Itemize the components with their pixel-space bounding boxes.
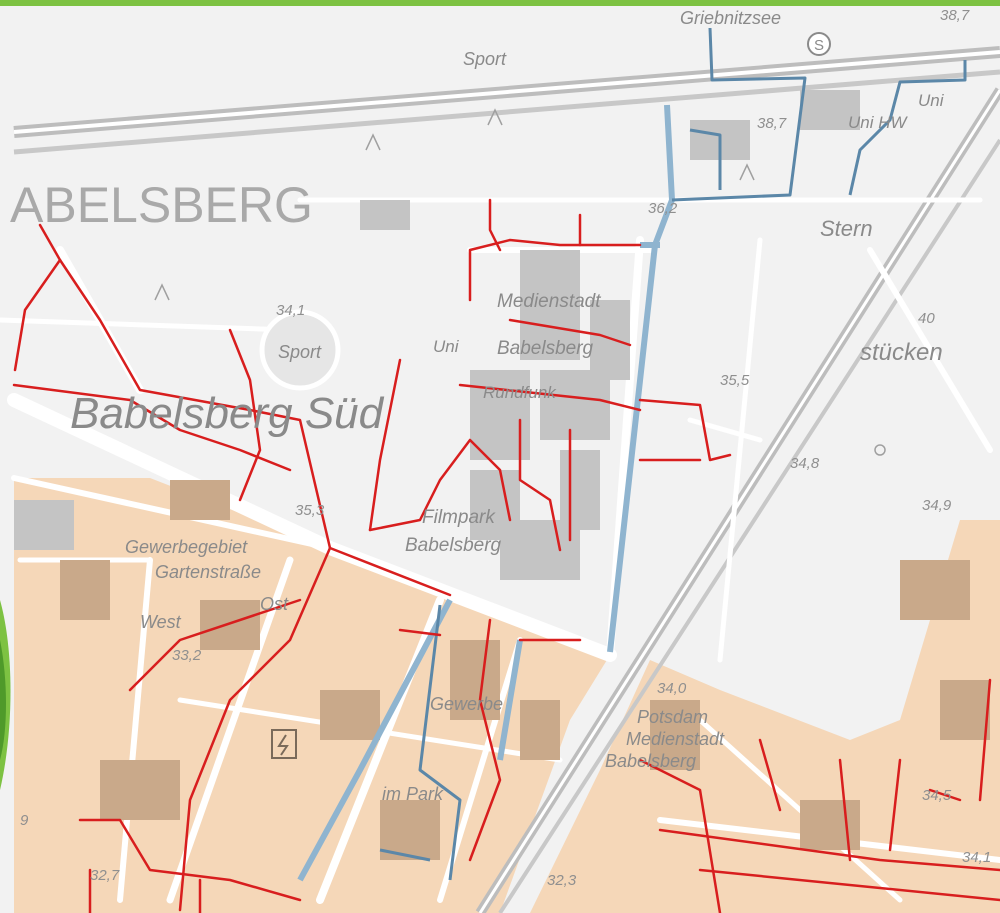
- elevation-label: 34,9: [922, 497, 952, 514]
- district-heating-network: [12, 198, 1000, 913]
- label-sport-top: Sport: [463, 49, 507, 69]
- elevation-label: 35,3: [295, 502, 325, 519]
- elevation-label: 35,5: [720, 372, 750, 389]
- s-bahn-icon: S: [807, 32, 831, 56]
- decorative-swoosh: [0, 600, 11, 790]
- label-babelsberg-sued: Babelsberg Süd: [70, 389, 385, 438]
- elevation-label: 34,1: [962, 849, 991, 866]
- label-stern: Stern: [820, 216, 873, 241]
- svg-text:S: S: [814, 37, 824, 54]
- label-medienstadt: Medienstadt: [497, 291, 601, 312]
- label-medienstadt-babelsberg: Babelsberg: [497, 338, 594, 359]
- label-sport-field: Sport: [278, 342, 322, 362]
- label-abelsberg: ABELSBERG: [10, 177, 313, 233]
- elevation-label: 32,7: [90, 867, 120, 884]
- header-bar: [0, 0, 1000, 6]
- label-gartenstrasse: Gartenstraße: [155, 562, 261, 582]
- label-griebnitzsee: Griebnitzsee: [680, 8, 781, 28]
- elevation-labels: 38,7 38,7 36,2 34,1 35,3 35,5 34,8 34,9 …: [20, 7, 991, 889]
- label-im-park: im Park: [382, 784, 444, 804]
- elevation-label: 32,3: [547, 872, 577, 889]
- railway: [13, 46, 1000, 913]
- power-substation-icon: [271, 729, 297, 759]
- label-potsdam-babelsberg: Babelsberg: [605, 751, 696, 771]
- elevation-label: 33,2: [172, 647, 202, 664]
- label-filmpark: Filmpark: [422, 507, 496, 528]
- label-uni-right: Uni: [918, 91, 945, 110]
- elevation-label: 34,0: [657, 680, 687, 697]
- label-filmpark-babelsberg: Babelsberg: [405, 535, 502, 556]
- label-gewerbegebiet: Gewerbegebiet: [125, 537, 248, 557]
- label-west: West: [140, 612, 182, 632]
- planned-network: [297, 104, 675, 882]
- tree-icon: [154, 108, 886, 456]
- industrial-buildings: [60, 480, 990, 860]
- elevation-label: 38,7: [940, 7, 970, 24]
- elevation-label: 40: [918, 310, 935, 327]
- label-stuecken: stücken: [860, 339, 943, 366]
- label-gewerbe: Gewerbe: [430, 694, 503, 714]
- label-potsdam-medienstadt: Medienstadt: [626, 729, 725, 749]
- elevation-label: 34,8: [790, 455, 820, 472]
- elevation-label: 9: [20, 812, 29, 829]
- elevation-label: 38,7: [757, 115, 787, 132]
- elevation-label: 34,5: [922, 787, 952, 804]
- planned-network-thin: [379, 27, 967, 881]
- elevation-label: 34,1: [276, 302, 305, 319]
- buildings: [14, 90, 860, 580]
- elevation-label: 36,2: [648, 200, 678, 217]
- label-rundfunk: Rundfunk: [483, 383, 557, 402]
- label-potsdam: Potsdam: [637, 707, 708, 727]
- label-uni-hw: Uni HW: [848, 113, 909, 132]
- label-uni: Uni: [433, 337, 460, 356]
- label-ost: Ost: [260, 594, 289, 614]
- map-labels: ABELSBERG Babelsberg Süd Medienstadt Bab…: [10, 8, 945, 804]
